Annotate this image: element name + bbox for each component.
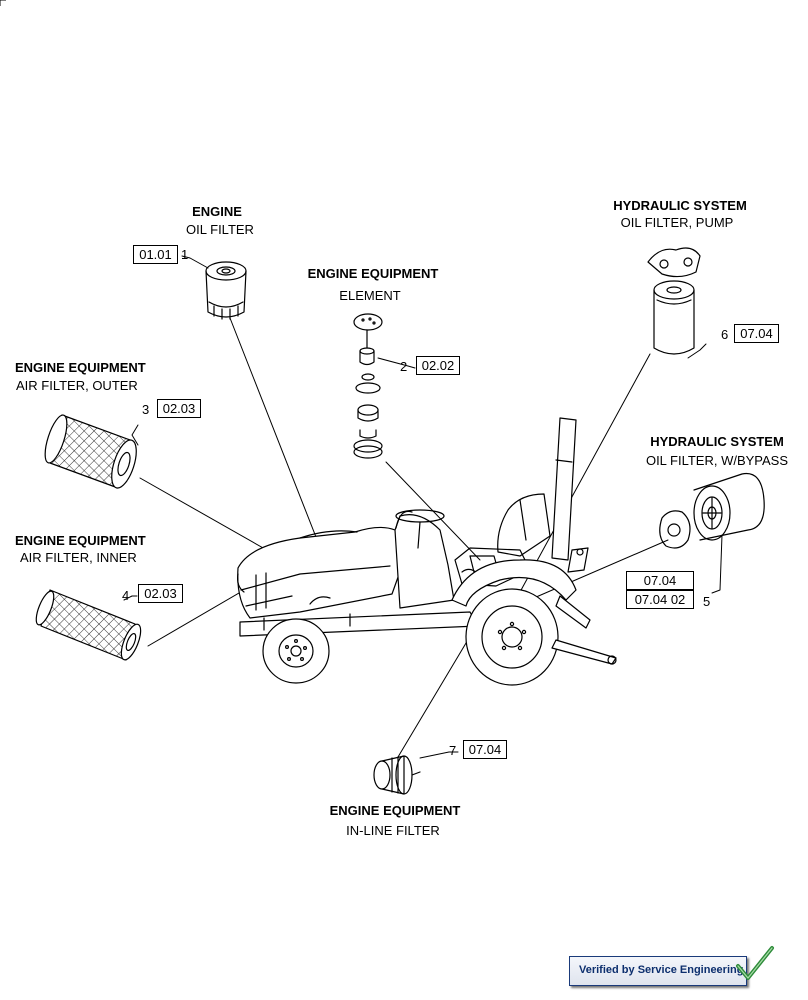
hyd-bypass-subtitle: OIL FILTER, W/BYPASS bbox=[645, 453, 789, 468]
ref-box-02-02[interactable]: 02.02 bbox=[416, 356, 460, 375]
air-inner-title: ENGINE EQUIPMENT bbox=[15, 533, 146, 548]
part-number-2: 2 bbox=[400, 359, 408, 374]
inline-title: ENGINE EQUIPMENT bbox=[329, 803, 461, 818]
part-number-6: 6 bbox=[721, 327, 729, 342]
ref-box-01-01[interactable]: 01.01 bbox=[133, 245, 178, 264]
ref-box-02-03-inner[interactable]: 02.03 bbox=[138, 584, 183, 603]
air-inner-subtitle: AIR FILTER, INNER bbox=[20, 550, 137, 565]
ref-box-07-04-pump[interactable]: 07.04 bbox=[734, 324, 779, 343]
hydraulic-pump-filter-part bbox=[647, 247, 701, 355]
ref-box-07-04-02[interactable]: 07.04 02 bbox=[626, 590, 694, 609]
part-number-3: 3 bbox=[142, 402, 150, 417]
verified-badge-text: Verified by Service Engineering bbox=[579, 964, 744, 976]
element-part-stack bbox=[353, 313, 383, 459]
hyd-pump-title: HYDRAULIC SYSTEM bbox=[613, 198, 747, 213]
engine-oil-subtitle: OIL FILTER bbox=[186, 222, 254, 237]
air-filter-inner-part bbox=[35, 589, 142, 661]
part-number-5: 5 bbox=[703, 594, 711, 609]
engine-oil-filter-part bbox=[205, 261, 247, 320]
hyd-pump-subtitle: OIL FILTER, PUMP bbox=[620, 215, 734, 230]
ref-box-07-04-inline[interactable]: 07.04 bbox=[463, 740, 507, 759]
part-number-7: 7 bbox=[449, 743, 457, 758]
verified-badge: Verified by Service Engineering bbox=[569, 956, 747, 986]
ref-box-07-04-bypass[interactable]: 07.04 bbox=[626, 571, 694, 590]
air-filter-outer-part bbox=[44, 414, 137, 489]
inline-subtitle: IN-LINE FILTER bbox=[346, 823, 440, 838]
air-outer-title: ENGINE EQUIPMENT bbox=[15, 360, 146, 375]
checkmark-icon bbox=[736, 946, 774, 980]
ref-box-02-03-outer[interactable]: 02.03 bbox=[157, 399, 201, 418]
leader-lines bbox=[123, 255, 723, 759]
element-title: ENGINE EQUIPMENT bbox=[307, 266, 439, 281]
air-outer-subtitle: AIR FILTER, OUTER bbox=[16, 378, 138, 393]
engine-oil-title: ENGINE bbox=[192, 204, 242, 219]
hydraulic-bypass-filter-part bbox=[659, 472, 765, 549]
element-subtitle: ELEMENT bbox=[339, 288, 401, 303]
tractor-drawing bbox=[237, 417, 617, 686]
part-number-4: 4 bbox=[122, 588, 130, 603]
inline-filter-part bbox=[373, 755, 421, 795]
part-number-1: 1 bbox=[181, 247, 189, 262]
hyd-bypass-title: HYDRAULIC SYSTEM bbox=[650, 434, 784, 449]
corner-mark-icon bbox=[0, 0, 6, 6]
